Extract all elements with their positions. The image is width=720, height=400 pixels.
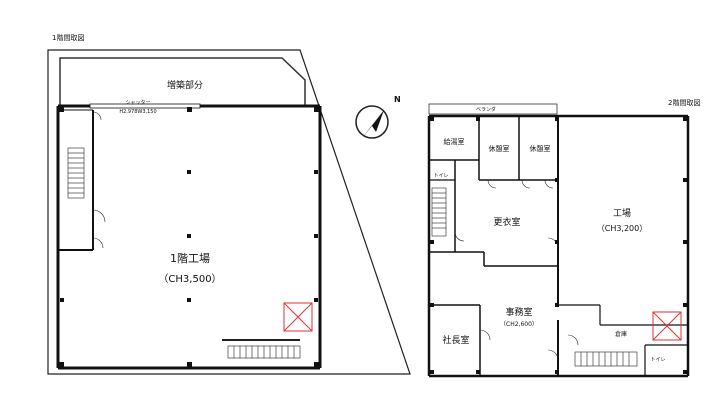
locker-room-label: 更衣室 — [493, 216, 520, 228]
floor-1-opening — [283, 302, 313, 332]
north-label: N — [394, 95, 401, 104]
storage-label: 倉庫 — [615, 330, 627, 338]
shutter: シャッター H2,978W3,150 — [89, 99, 201, 115]
office-height: （CH2,600） — [500, 321, 538, 328]
floor-1-walls — [56, 104, 322, 370]
rest-room-2-label: 休憩室 — [530, 144, 551, 153]
toilet-top-label: トイレ — [433, 173, 448, 179]
floor-1-factory-height: （CH3,500） — [158, 273, 221, 285]
extension-label: 増築部分 — [167, 79, 203, 91]
rest-room-1-label: 休憩室 — [489, 144, 510, 153]
floor-2-factory-label: 工場 — [613, 207, 631, 219]
floor-1-doors — [92, 111, 106, 249]
floor-2-plan: 2階間取図 ベランダ — [427, 98, 700, 378]
north-arrow-icon: N — [355, 95, 401, 139]
floor-2-bottom-stairs — [574, 351, 638, 367]
floor-2-columns — [430, 117, 687, 374]
floor-1-lot-boundary — [47, 49, 411, 375]
floor-1-plan: 1階間取図 増築部分 シャッター H2,978W3,150 — [47, 33, 411, 375]
office-label: 事務室 — [505, 306, 532, 318]
floor-1-left-stairs — [67, 147, 85, 199]
floor-1-title: 1階間取図 — [52, 33, 84, 42]
floor-2-walls — [427, 114, 690, 378]
shutter-label: シャッター — [125, 99, 150, 106]
floor-2-opening — [652, 311, 682, 341]
floor-1-factory-label: 1階工場 — [170, 251, 210, 265]
shutter-size: H2,978W3,150 — [119, 109, 156, 115]
floor-2-doors — [454, 179, 579, 361]
toilet-bottom-label: トイレ — [650, 357, 665, 363]
floor-1-columns — [59, 107, 319, 367]
kitchenette-label: 給湯室 — [444, 137, 465, 146]
floor-2-factory-height: （CH3,200） — [597, 224, 648, 233]
extension-area: 増築部分 — [59, 57, 306, 106]
floor-1-bottom-stairs — [222, 339, 301, 359]
veranda: ベランダ — [428, 103, 558, 115]
floor-2-left-stairs — [431, 187, 447, 237]
president-room-label: 社長室 — [442, 334, 469, 346]
veranda-label: ベランダ — [476, 106, 496, 113]
floor-2-title: 2階間取図 — [668, 98, 700, 107]
